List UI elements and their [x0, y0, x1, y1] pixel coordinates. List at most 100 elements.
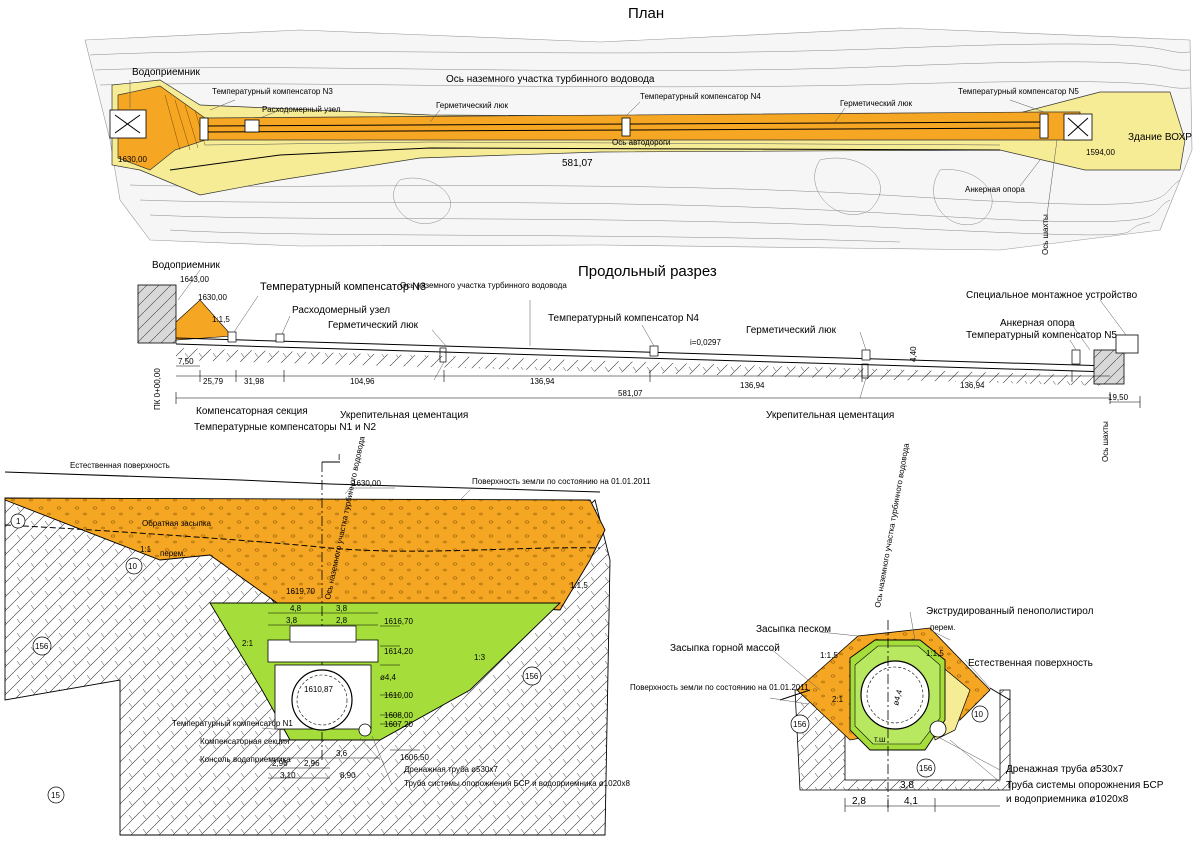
profile-label-elev-1630: 1630,00 — [198, 293, 227, 302]
plan-comp-n4-marker — [621, 117, 631, 137]
section-left-elev-1607: 1607,20 — [384, 720, 413, 729]
section-right-soil-10: 10 — [974, 710, 983, 719]
section-right-sand: Засыпка песком — [756, 624, 831, 635]
section-left-d-44: ø4,4 — [380, 673, 397, 682]
profile-dim-2579: 25,79 — [203, 377, 224, 386]
section-left-ground-2011: Поверхность земли по состоянию на 01.01.… — [472, 477, 651, 486]
plan-label-axis-ground: Ось наземного участка турбинного водовод… — [446, 73, 655, 85]
section-left-elev-1606: 1606,50 — [400, 753, 429, 762]
section-left-elev-1619: 1619,70 — [286, 587, 315, 596]
plan-label-shaft-axis: Ось шахты — [1041, 214, 1050, 255]
profile-intake — [137, 284, 177, 344]
plan-label-germ-lyuk-1: Герметический люк — [436, 101, 508, 110]
section-left-d-310: 3,10 — [280, 771, 296, 780]
section-left-soil-156b: 156 — [525, 672, 539, 681]
section-right-t-sh: т.ш — [874, 735, 885, 744]
section-right: Ось наземного участка турбинного водовод… — [630, 442, 1164, 812]
plan-view: План — [84, 5, 1193, 255]
profile-label-germ-lyuk-1: Герметический люк — [328, 320, 419, 331]
plan-label-germ-lyuk-2: Герметический люк — [840, 99, 912, 108]
section-right-xps: Экструдированный пенополистирол — [926, 606, 1094, 617]
profile-label-special-device: Специальное монтажное устройство — [966, 290, 1138, 301]
profile-label-slope-i: i=0,0297 — [690, 338, 721, 347]
plan-label-elev-1630: 1630,00 — [118, 155, 147, 164]
section-left-slope-21: 2:1 — [242, 639, 254, 648]
plan-label-anchor: Анкерная опора — [965, 185, 1025, 194]
section-right-d-44: ø4,4 — [891, 688, 904, 706]
section-right-bsr-pipe-2: и водоприемника ø1020х8 — [1006, 794, 1129, 805]
plan-label-comp-n3: Температурный компенсатор N3 — [212, 87, 333, 96]
section-right-slope-b: 1:1,5 — [926, 649, 944, 658]
profile-dim-13694-c: 136,94 — [960, 381, 985, 390]
section-left-d-48: 4,8 — [290, 604, 302, 613]
plan-comp-n5-marker — [1039, 113, 1049, 139]
section-right-bsr-pipe-1: Труба системы опорожнения БСР — [1006, 779, 1164, 791]
section-left-slope-115: 1:1,5 — [570, 581, 588, 590]
section-left: I Естественная поверхность 1630,00 Повер… — [4, 435, 651, 836]
section-right-rock: Засыпка горной массой — [670, 643, 780, 654]
section-right-slope-a: 1:1,5 — [820, 651, 838, 660]
section-left-drain: Дренажная труба ø530х7 — [404, 765, 498, 774]
profile-label-vodopriemnik: Водоприемник — [152, 260, 221, 271]
section-left-elev-1616: 1616,70 — [384, 617, 413, 626]
plan-label-length: 581,07 — [562, 158, 593, 169]
profile-title: Продольный разрез — [578, 263, 717, 280]
section-left-soil-15: 15 — [51, 791, 60, 800]
section-right-ground-2011: Поверхность земли по состоянию на 01.01.… — [630, 683, 809, 692]
section-right-leaders — [769, 611, 1001, 812]
section-left-mark: I — [338, 453, 340, 462]
profile-dim-13694-b: 136,94 — [740, 381, 765, 390]
section-left-comp-n1: Температурный компенсатор N1 — [172, 719, 293, 728]
section-left-elev-1614: 1614,20 — [384, 647, 413, 656]
section-right-soil-156b: 156 — [919, 764, 933, 773]
profile-label-comp-n4: Температурный компенсатор N4 — [548, 313, 699, 324]
plan-label-comp-n4: Температурный компенсатор N4 — [640, 92, 761, 101]
section-left-elev-1610: 1610,00 — [384, 691, 413, 700]
section-left-soil-156a: 156 — [35, 642, 49, 651]
section-left-d-296a: 2,96 — [272, 759, 288, 768]
profile-special-device — [1115, 334, 1139, 354]
section-right-d-28: 2,8 — [852, 796, 866, 807]
section-left-drain-pipe — [358, 723, 372, 737]
profile-label-axis-ground: Ось наземного участка турбинного водовод… — [400, 281, 567, 290]
section-left-soil-1: 1 — [16, 517, 21, 526]
plan-label-comp-n5: Температурный компенсатор N5 — [958, 87, 1079, 96]
plan-orange-band — [117, 85, 1081, 171]
profile-dim-13694-a: 136,94 — [530, 377, 555, 386]
section-left-console: Консоль водоприемника — [200, 755, 291, 764]
profile-label-elev-1643: 1643,00 — [180, 275, 209, 284]
plan-label-building: Здание ВОХР — [1128, 132, 1192, 143]
section-left-backfill-label: Обратная засыпка — [142, 519, 211, 528]
profile-dim-10496: 104,96 — [350, 377, 375, 386]
plan-title: План — [628, 5, 664, 22]
profile-dimensions — [175, 365, 1141, 408]
plan-label-elev-1594: 1594,00 — [1086, 148, 1115, 157]
plan-comp-n3-marker — [199, 117, 209, 141]
profile-rock-band — [176, 348, 1110, 386]
plan-label-vodopriemnik: Водоприемник — [132, 67, 201, 78]
profile-label-rashodomer: Расходомерный узел — [292, 305, 390, 316]
section-right-drain: Дренажная труба ø530х7 — [1006, 763, 1124, 775]
section-left-bsr-pipe: Труба системы опорожнения БСР и водоприе… — [404, 779, 630, 788]
section-left-slope-11: 1:1 — [140, 545, 152, 554]
section-left-d-890: 8,90 — [340, 771, 356, 780]
profile-dim-1950: 19,50 — [1108, 393, 1129, 402]
profile-dim-3198: 31,98 — [244, 377, 265, 386]
profile-label-ukrep-2: Укрепительная цементация — [766, 410, 894, 421]
plan-label-rashodomer: Расходомерный узел — [262, 105, 341, 114]
plan-hatching — [164, 94, 206, 151]
section-right-d-38: 3,8 — [900, 780, 914, 791]
section-left-elev-1610-87: 1610,87 — [304, 685, 333, 694]
section-left-slope-13: 1:3 — [474, 653, 486, 662]
plan-label-axis-road: Ось автодороги — [612, 138, 670, 147]
profile-label-slope: 1:1,5 — [212, 315, 230, 324]
section-right-axis-ground: Ось наземного участка турбинного водовод… — [873, 442, 911, 608]
profile-label-comp-n1-n2: Температурные компенсаторы N1 и N2 — [194, 422, 377, 433]
section-right-per: перем. — [930, 623, 955, 632]
section-left-per: перем. — [160, 549, 185, 558]
section-right-slope-21: 2:1 — [832, 695, 844, 704]
profile-label-comp-n5: Температурный компенсатор N5 — [966, 330, 1117, 341]
section-left-comp-section: Компенсаторная секция — [200, 737, 289, 746]
profile-label-shaft-axis: Ось шахты — [1101, 421, 1110, 462]
